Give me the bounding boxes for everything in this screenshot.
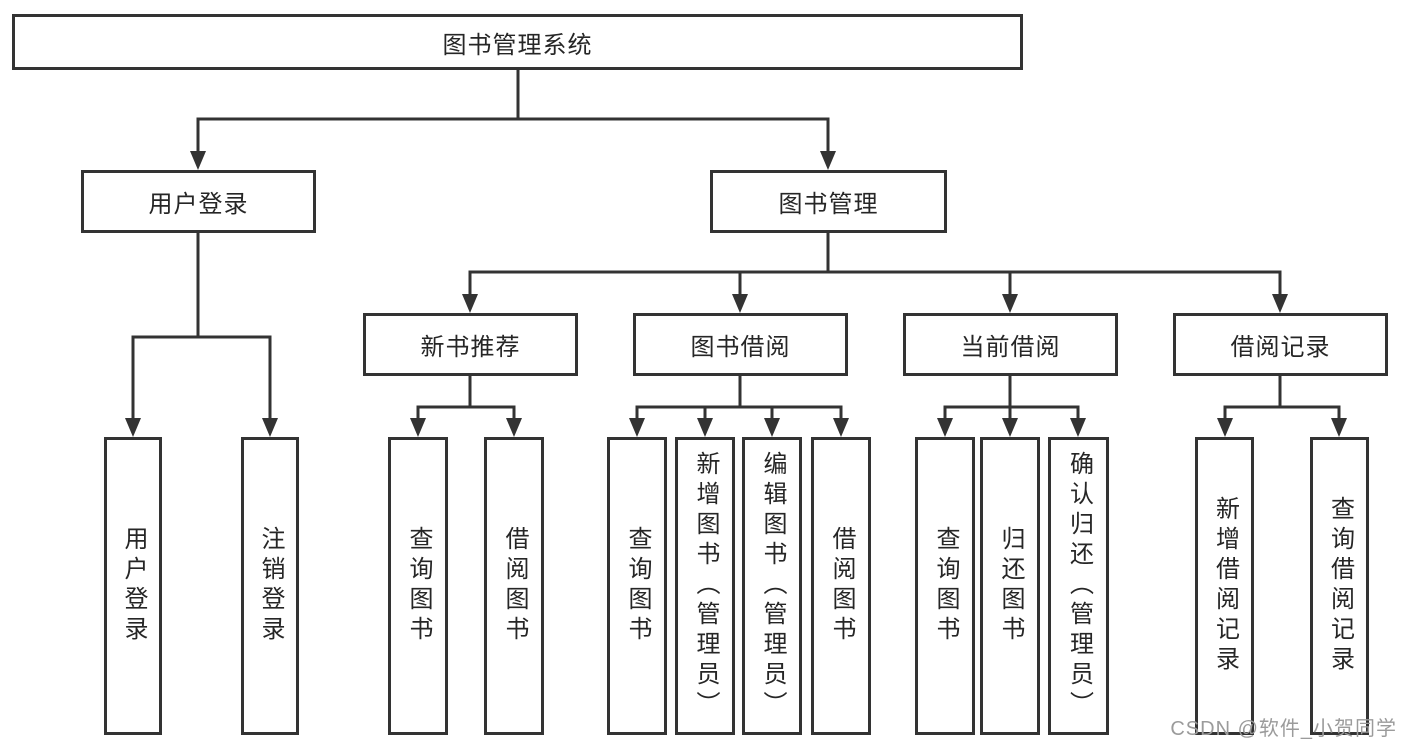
leaf-confirm-return-admin: 确认归还（管理员） [1048,437,1109,735]
arrowhead-icon [697,418,713,437]
arrowhead-icon [1331,418,1347,437]
connector-current-borrow-children [937,374,1086,437]
node-current-borrow: 当前借阅 [903,313,1118,376]
arrowhead-icon [629,418,645,437]
arrowhead-icon [462,294,478,313]
connector-book-mgmt-children [462,231,1288,313]
connector-root-to-level2 [190,68,836,170]
arrowhead-icon [833,418,849,437]
connector-user-login-children [125,231,278,437]
leaf-query-book-1: 查询图书 [388,437,448,735]
leaf-borrow-book-2: 借阅图书 [811,437,871,735]
arrowhead-icon [190,151,206,170]
arrowhead-icon [937,418,953,437]
arrowhead-icon [1002,418,1018,437]
arrowhead-icon [1272,294,1288,313]
leaf-user-login: 用户登录 [104,437,162,735]
leaf-edit-book-admin: 编辑图书（管理员） [742,437,802,735]
leaf-add-borrow-record: 新增借阅记录 [1195,437,1254,735]
arrowhead-icon [125,418,141,437]
connector-borrow-records-children [1217,374,1347,437]
node-root: 图书管理系统 [12,14,1023,70]
leaf-add-book-admin: 新增图书（管理员） [675,437,735,735]
arrowhead-icon [764,418,780,437]
leaf-logout: 注销登录 [241,437,299,735]
node-book-borrow: 图书借阅 [633,313,848,376]
arrowhead-icon [820,151,836,170]
node-new-book-recommend: 新书推荐 [363,313,578,376]
arrowhead-icon [732,294,748,313]
arrowhead-icon [506,418,522,437]
connector-book-borrow-children [629,374,849,437]
arrowhead-icon [410,418,426,437]
node-book-management: 图书管理 [710,170,947,233]
arrowhead-icon [1002,294,1018,313]
node-borrow-records: 借阅记录 [1173,313,1388,376]
node-user-login: 用户登录 [81,170,316,233]
leaf-borrow-book-1: 借阅图书 [484,437,544,735]
leaf-query-borrow-record: 查询借阅记录 [1310,437,1369,735]
leaf-query-book-3: 查询图书 [915,437,975,735]
watermark: CSDN @软件_小贺同学 [1170,718,1397,740]
arrowhead-icon [1070,418,1086,437]
leaf-query-book-2: 查询图书 [607,437,667,735]
arrowhead-icon [1217,418,1233,437]
arrowhead-icon [262,418,278,437]
connector-new-book-children [410,374,522,437]
leaf-return-book: 归还图书 [980,437,1040,735]
